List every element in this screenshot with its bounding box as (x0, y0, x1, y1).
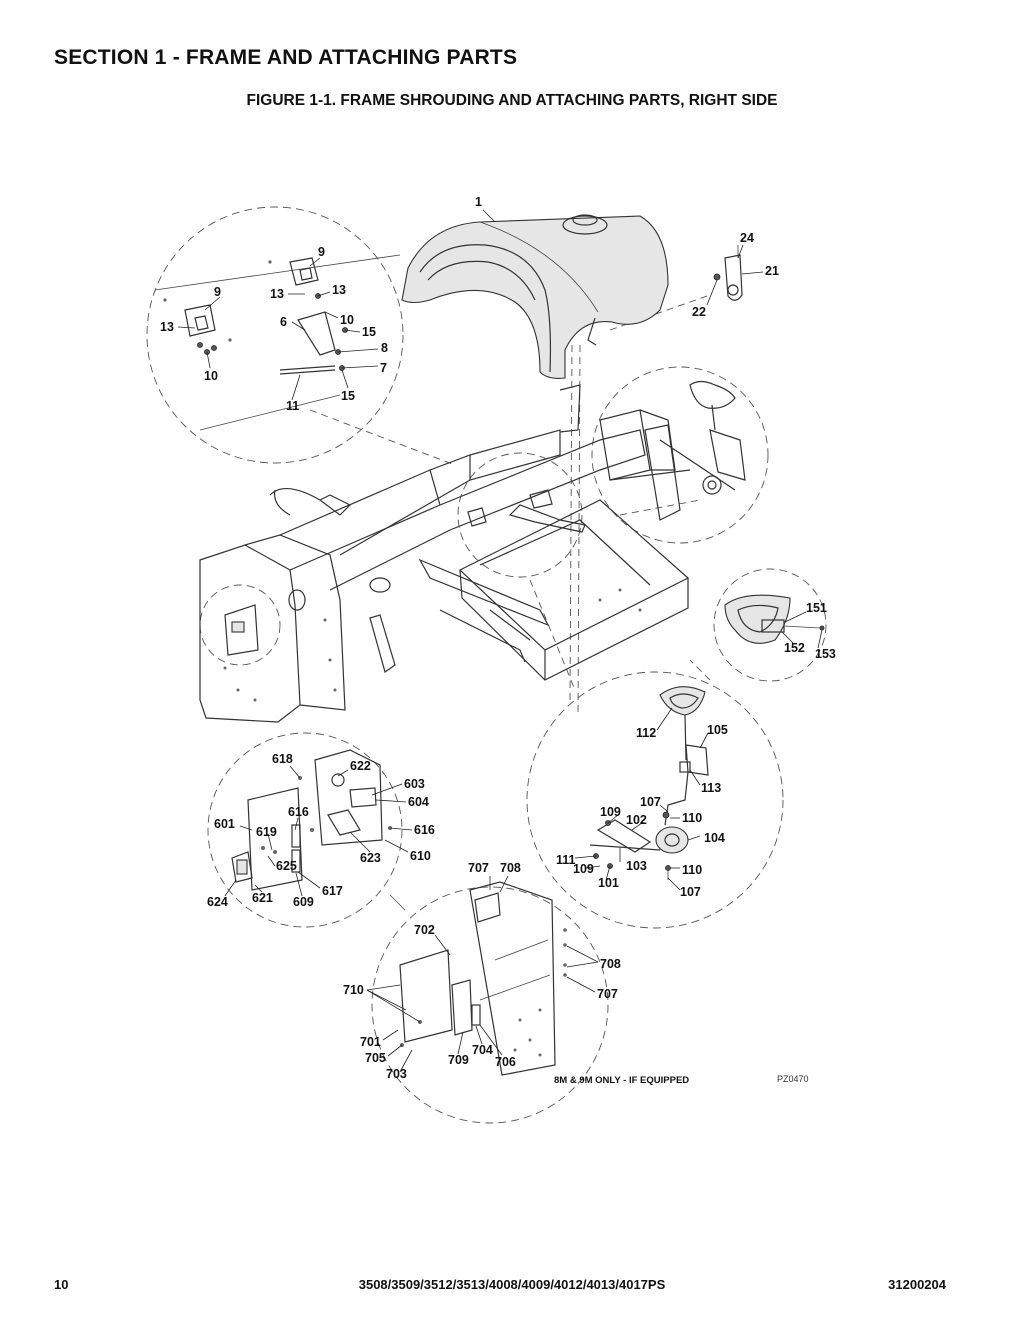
callout-616: 616 (414, 823, 435, 837)
callout-622: 622 (350, 759, 371, 773)
detail-circle-handle (713, 568, 827, 682)
callout-labels: 1 24 21 22 9 9 13 13 13 10 10 6 15 15 8 … (160, 195, 836, 1081)
callout-6: 6 (280, 315, 287, 329)
callout-601: 601 (214, 817, 235, 831)
callout-1: 1 (475, 195, 482, 209)
model-list: 3508/3509/3512/3513/4008/4009/4012/4013/… (358, 1277, 666, 1292)
callout-619: 619 (256, 825, 277, 839)
callout-151: 151 (806, 601, 827, 615)
callout-22: 22 (692, 305, 706, 319)
callout-9: 9 (318, 245, 325, 259)
callout-703: 703 (386, 1067, 407, 1081)
callout-705: 705 (365, 1051, 386, 1065)
callout-13: 13 (332, 283, 346, 297)
detail-circle-center (457, 452, 583, 578)
callout-707: 707 (597, 987, 618, 1001)
callout-702: 702 (414, 923, 435, 937)
callout-101: 101 (598, 876, 619, 890)
callout-704: 704 (472, 1043, 493, 1057)
callout-13: 13 (270, 287, 284, 301)
callout-104: 104 (704, 831, 725, 845)
callout-625: 625 (276, 859, 297, 873)
callout-708: 708 (600, 957, 621, 971)
door-600-parts (231, 749, 392, 891)
callout-21: 21 (765, 264, 779, 278)
callout-609: 609 (293, 895, 314, 909)
callout-153: 153 (815, 647, 836, 661)
callout-706: 706 (495, 1055, 516, 1069)
callout-109: 109 (573, 862, 594, 876)
callout-111: 111 (556, 853, 576, 867)
drawing-code: PZ0470 (777, 1074, 809, 1084)
connector-lines (309, 294, 711, 911)
callout-15: 15 (341, 389, 355, 403)
callout-623: 623 (360, 851, 381, 865)
callout-604: 604 (408, 795, 429, 809)
callout-616: 616 (288, 805, 309, 819)
center-detail-parts (467, 489, 586, 533)
upper-latch-parts (644, 380, 746, 521)
callout-7: 7 (380, 361, 387, 375)
shroud-cover (401, 214, 669, 379)
shroud-bracket-parts (154, 254, 401, 431)
latch-assembly-parts (589, 686, 709, 880)
callout-624: 624 (207, 895, 228, 909)
equipment-note: 8M & 9M ONLY - IF EQUIPPED (554, 1075, 689, 1086)
figure-title: FIGURE 1-1. FRAME SHROUDING AND ATTACHIN… (246, 92, 778, 109)
callout-113: 113 (701, 781, 721, 795)
callout-107: 107 (640, 795, 661, 809)
callout-105: 105 (707, 723, 728, 737)
callout-112: 112 (636, 726, 656, 740)
callout-110: 110 (682, 863, 702, 877)
machine-frame (199, 384, 736, 723)
callout-610: 610 (410, 849, 431, 863)
callout-107: 107 (680, 885, 701, 899)
callout-102: 102 (626, 813, 647, 827)
detail-circle-hood-latch (591, 366, 769, 544)
callout-15: 15 (362, 325, 376, 339)
detail-circle-left-end (199, 584, 281, 666)
callout-603: 603 (404, 777, 425, 791)
callout-109: 109 (600, 805, 621, 819)
callout-10: 10 (204, 369, 218, 383)
callout-103: 103 (626, 859, 647, 873)
callout-11: 11 (286, 399, 299, 413)
leader-lines (177, 209, 823, 1073)
callout-8: 8 (381, 341, 388, 355)
callout-152: 152 (784, 641, 805, 655)
callout-710: 710 (343, 983, 364, 997)
detail-circle-door-700 (371, 886, 609, 1124)
bracket-21-assembly (713, 245, 743, 301)
page-number: 10 (54, 1277, 69, 1292)
callout-13: 13 (160, 320, 174, 334)
callout-9: 9 (214, 285, 221, 299)
callout-24: 24 (740, 231, 754, 245)
callout-621: 621 (252, 891, 273, 905)
door-700-parts (399, 881, 567, 1076)
callout-10: 10 (340, 313, 354, 327)
callout-617: 617 (322, 884, 343, 898)
callout-110: 110 (682, 811, 702, 825)
callout-709: 709 (448, 1053, 469, 1067)
section-title: SECTION 1 - FRAME AND ATTACHING PARTS (54, 46, 518, 69)
callout-708: 708 (500, 861, 521, 875)
detail-circle-shroud-brackets (146, 206, 404, 464)
document-number: 31200204 (888, 1277, 946, 1292)
callout-707: 707 (468, 861, 489, 875)
detail-circle-door-600 (207, 732, 403, 928)
callout-701: 701 (360, 1035, 381, 1049)
detail-circle-latch-assembly (526, 671, 784, 929)
callout-618: 618 (272, 752, 293, 766)
handle-151-assembly (724, 594, 825, 644)
